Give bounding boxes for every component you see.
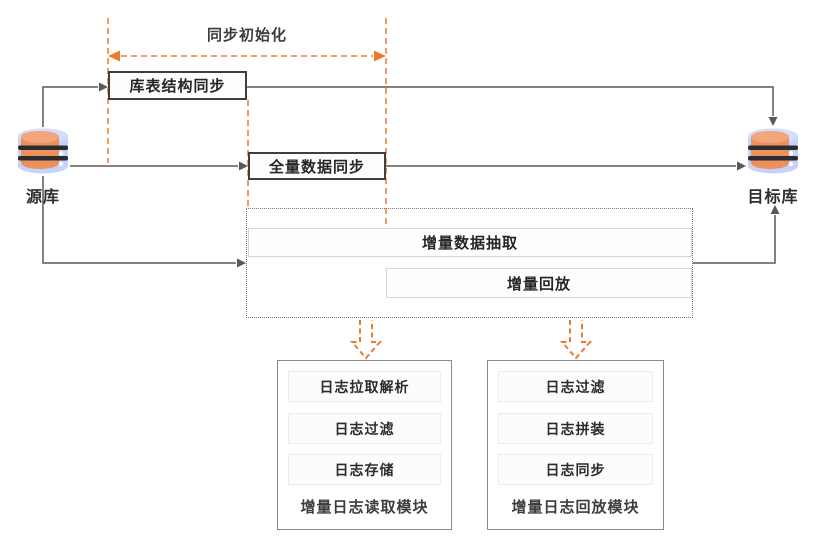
module-log-reader: 日志拉取解析 日志过滤 日志存储 增量日志读取模块 xyxy=(277,360,452,530)
arrowhead-into-target-top-icon xyxy=(768,117,778,126)
module-item: 日志拉取解析 xyxy=(288,371,441,402)
database-icon xyxy=(18,128,68,174)
phase-arrowheads xyxy=(108,50,386,62)
module-item: 日志存储 xyxy=(288,454,441,485)
phase-arrow-right-icon xyxy=(374,50,386,62)
phase-dashed-lines xyxy=(107,18,387,227)
block-arrow-right-icon xyxy=(559,320,593,360)
module-item: 日志拼装 xyxy=(498,413,653,444)
database-icon xyxy=(748,128,798,174)
module-item: 日志过滤 xyxy=(288,413,441,444)
arrowhead-into-incremental-icon xyxy=(237,258,246,268)
module-log-reader-title: 增量日志读取模块 xyxy=(300,498,429,516)
replay-to-target-line xyxy=(693,215,776,264)
phase-arrow-left-icon xyxy=(108,50,120,62)
box-full-sync: 全量数据同步 xyxy=(248,152,386,180)
target-database: 目标库 xyxy=(738,127,808,207)
block-arrow-left-icon xyxy=(349,320,383,360)
schema-to-target-line xyxy=(247,86,774,116)
source-to-schema-line xyxy=(42,86,98,127)
phase-label: 同步初始化 xyxy=(206,26,287,44)
incremental-phase-group xyxy=(246,208,693,318)
source-database: 源库 xyxy=(8,127,78,207)
arrowhead-into-full-icon xyxy=(239,161,248,171)
box-incremental-extract: 增量数据抽取 xyxy=(248,228,692,257)
box-schema-sync: 库表结构同步 xyxy=(108,71,247,100)
arrowhead-into-schema-icon xyxy=(99,82,108,92)
module-log-replayer: 日志过滤 日志拼装 日志同步 增量日志回放模块 xyxy=(487,360,664,530)
module-log-replayer-title: 增量日志回放模块 xyxy=(511,498,640,516)
target-database-label: 目标库 xyxy=(747,187,799,206)
source-database-label: 源库 xyxy=(25,187,60,206)
module-item: 日志同步 xyxy=(498,454,653,485)
module-block-arrows xyxy=(349,320,593,360)
box-incremental-replay: 增量回放 xyxy=(386,268,692,298)
module-item: 日志过滤 xyxy=(498,371,653,402)
